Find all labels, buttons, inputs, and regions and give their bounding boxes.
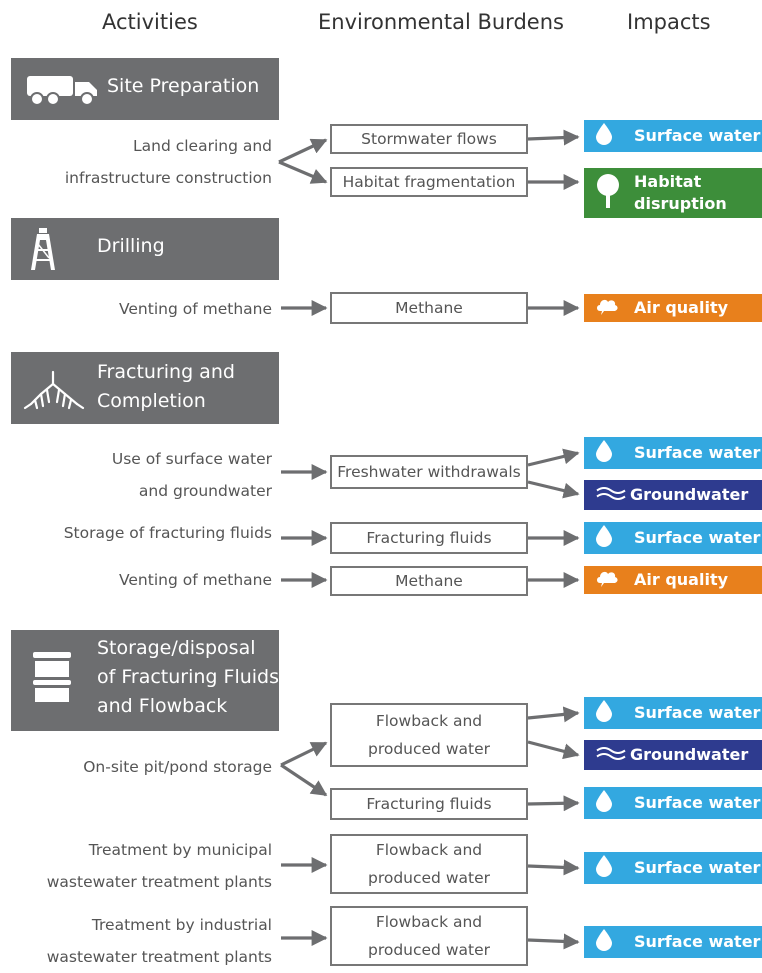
arrow — [527, 448, 580, 467]
burden-stormwater-flows: Stormwater flows — [330, 124, 528, 154]
cloud-icon — [596, 297, 618, 319]
section-title: Drilling — [97, 235, 165, 257]
impacts-header: Impacts — [627, 10, 711, 34]
arrow — [278, 160, 328, 184]
section-drilling: Drilling — [11, 218, 279, 280]
impact-air-quality: Air quality — [584, 566, 762, 594]
arrow — [527, 480, 580, 499]
activity-municipal-treatment: Treatment by municipal wastewater treatm… — [46, 841, 272, 891]
impact-surface-water: Surface water — [584, 697, 762, 729]
arrow — [278, 138, 328, 164]
section-title: Site Preparation — [107, 75, 260, 97]
activity-industrial-treatment: Treatment by industrial wastewater treat… — [46, 916, 272, 966]
burden-flowback-produced-water: Flowback and produced water — [330, 703, 528, 767]
water-drop-icon — [596, 700, 612, 726]
water-drop-icon — [596, 790, 612, 816]
burden-methane: Methane — [330, 566, 528, 596]
burden-methane: Methane — [330, 292, 528, 324]
arrow — [527, 795, 580, 812]
burden-habitat-fragmentation: Habitat fragmentation — [330, 167, 528, 197]
drilling-rig-icon — [29, 228, 57, 276]
water-drop-icon — [596, 525, 612, 551]
water-drop-icon — [596, 440, 612, 466]
burdens-header: Environmental Burdens — [318, 10, 564, 34]
section-storage-disposal: Storage/disposal of Fracturing Fluids an… — [11, 630, 279, 731]
impact-groundwater: Groundwater — [584, 740, 762, 770]
burden-fracturing-fluids: Fracturing fluids — [330, 522, 528, 554]
burden-flowback-produced-water: Flowback and produced water — [330, 906, 528, 966]
burden-flowback-produced-water: Flowback and produced water — [330, 834, 528, 894]
waves-icon — [596, 486, 626, 505]
impact-air-quality: Air quality — [584, 294, 762, 322]
impact-groundwater: Groundwater — [584, 480, 762, 510]
impact-surface-water: Surface water — [584, 522, 762, 554]
section-title: Storage/disposal of Fracturing Fluids an… — [97, 637, 280, 717]
truck-icon — [27, 72, 99, 110]
activities-header: Activities — [102, 10, 198, 34]
activity-use-of-water: Use of surface water and groundwater — [111, 450, 272, 500]
impact-surface-water: Surface water — [584, 437, 762, 469]
water-drop-icon — [596, 929, 612, 955]
arrow — [527, 740, 580, 760]
fracture-roots-icon — [23, 370, 85, 414]
activity-land-clearing: Land clearing and infrastructure constru… — [64, 137, 272, 187]
section-title: Fracturing and Completion — [97, 361, 235, 412]
arrow — [527, 933, 580, 950]
section-fracturing: Fracturing and Completion — [11, 352, 279, 424]
burden-fracturing-fluids: Fracturing fluids — [330, 788, 528, 820]
activity-venting-methane: Venting of methane — [119, 571, 272, 589]
arrow — [280, 741, 328, 767]
arrow — [280, 763, 328, 797]
storage-tank-icon — [31, 652, 73, 710]
impact-surface-water: Surface water — [584, 852, 762, 884]
activity-pit-pond-storage: On-site pit/pond storage — [83, 758, 272, 776]
impact-surface-water: Surface water — [584, 787, 762, 819]
tree-icon — [596, 174, 620, 212]
arrow — [527, 129, 580, 146]
impact-surface-water: Surface water — [584, 120, 762, 152]
activity-storage-fracturing-fluids: Storage of fracturing fluids — [63, 524, 272, 542]
burden-freshwater-withdrawals: Freshwater withdrawals — [330, 455, 528, 489]
impact-surface-water: Surface water — [584, 926, 762, 958]
arrow — [527, 706, 580, 723]
impact-habitat-disruption: Habitat disruption — [584, 168, 762, 218]
cloud-icon — [596, 569, 618, 591]
arrow — [527, 859, 580, 876]
section-site-preparation: Site Preparation — [11, 58, 279, 120]
water-drop-icon — [596, 123, 612, 149]
waves-icon — [596, 746, 626, 765]
activity-venting-methane: Venting of methane — [119, 300, 272, 318]
water-drop-icon — [596, 855, 612, 881]
